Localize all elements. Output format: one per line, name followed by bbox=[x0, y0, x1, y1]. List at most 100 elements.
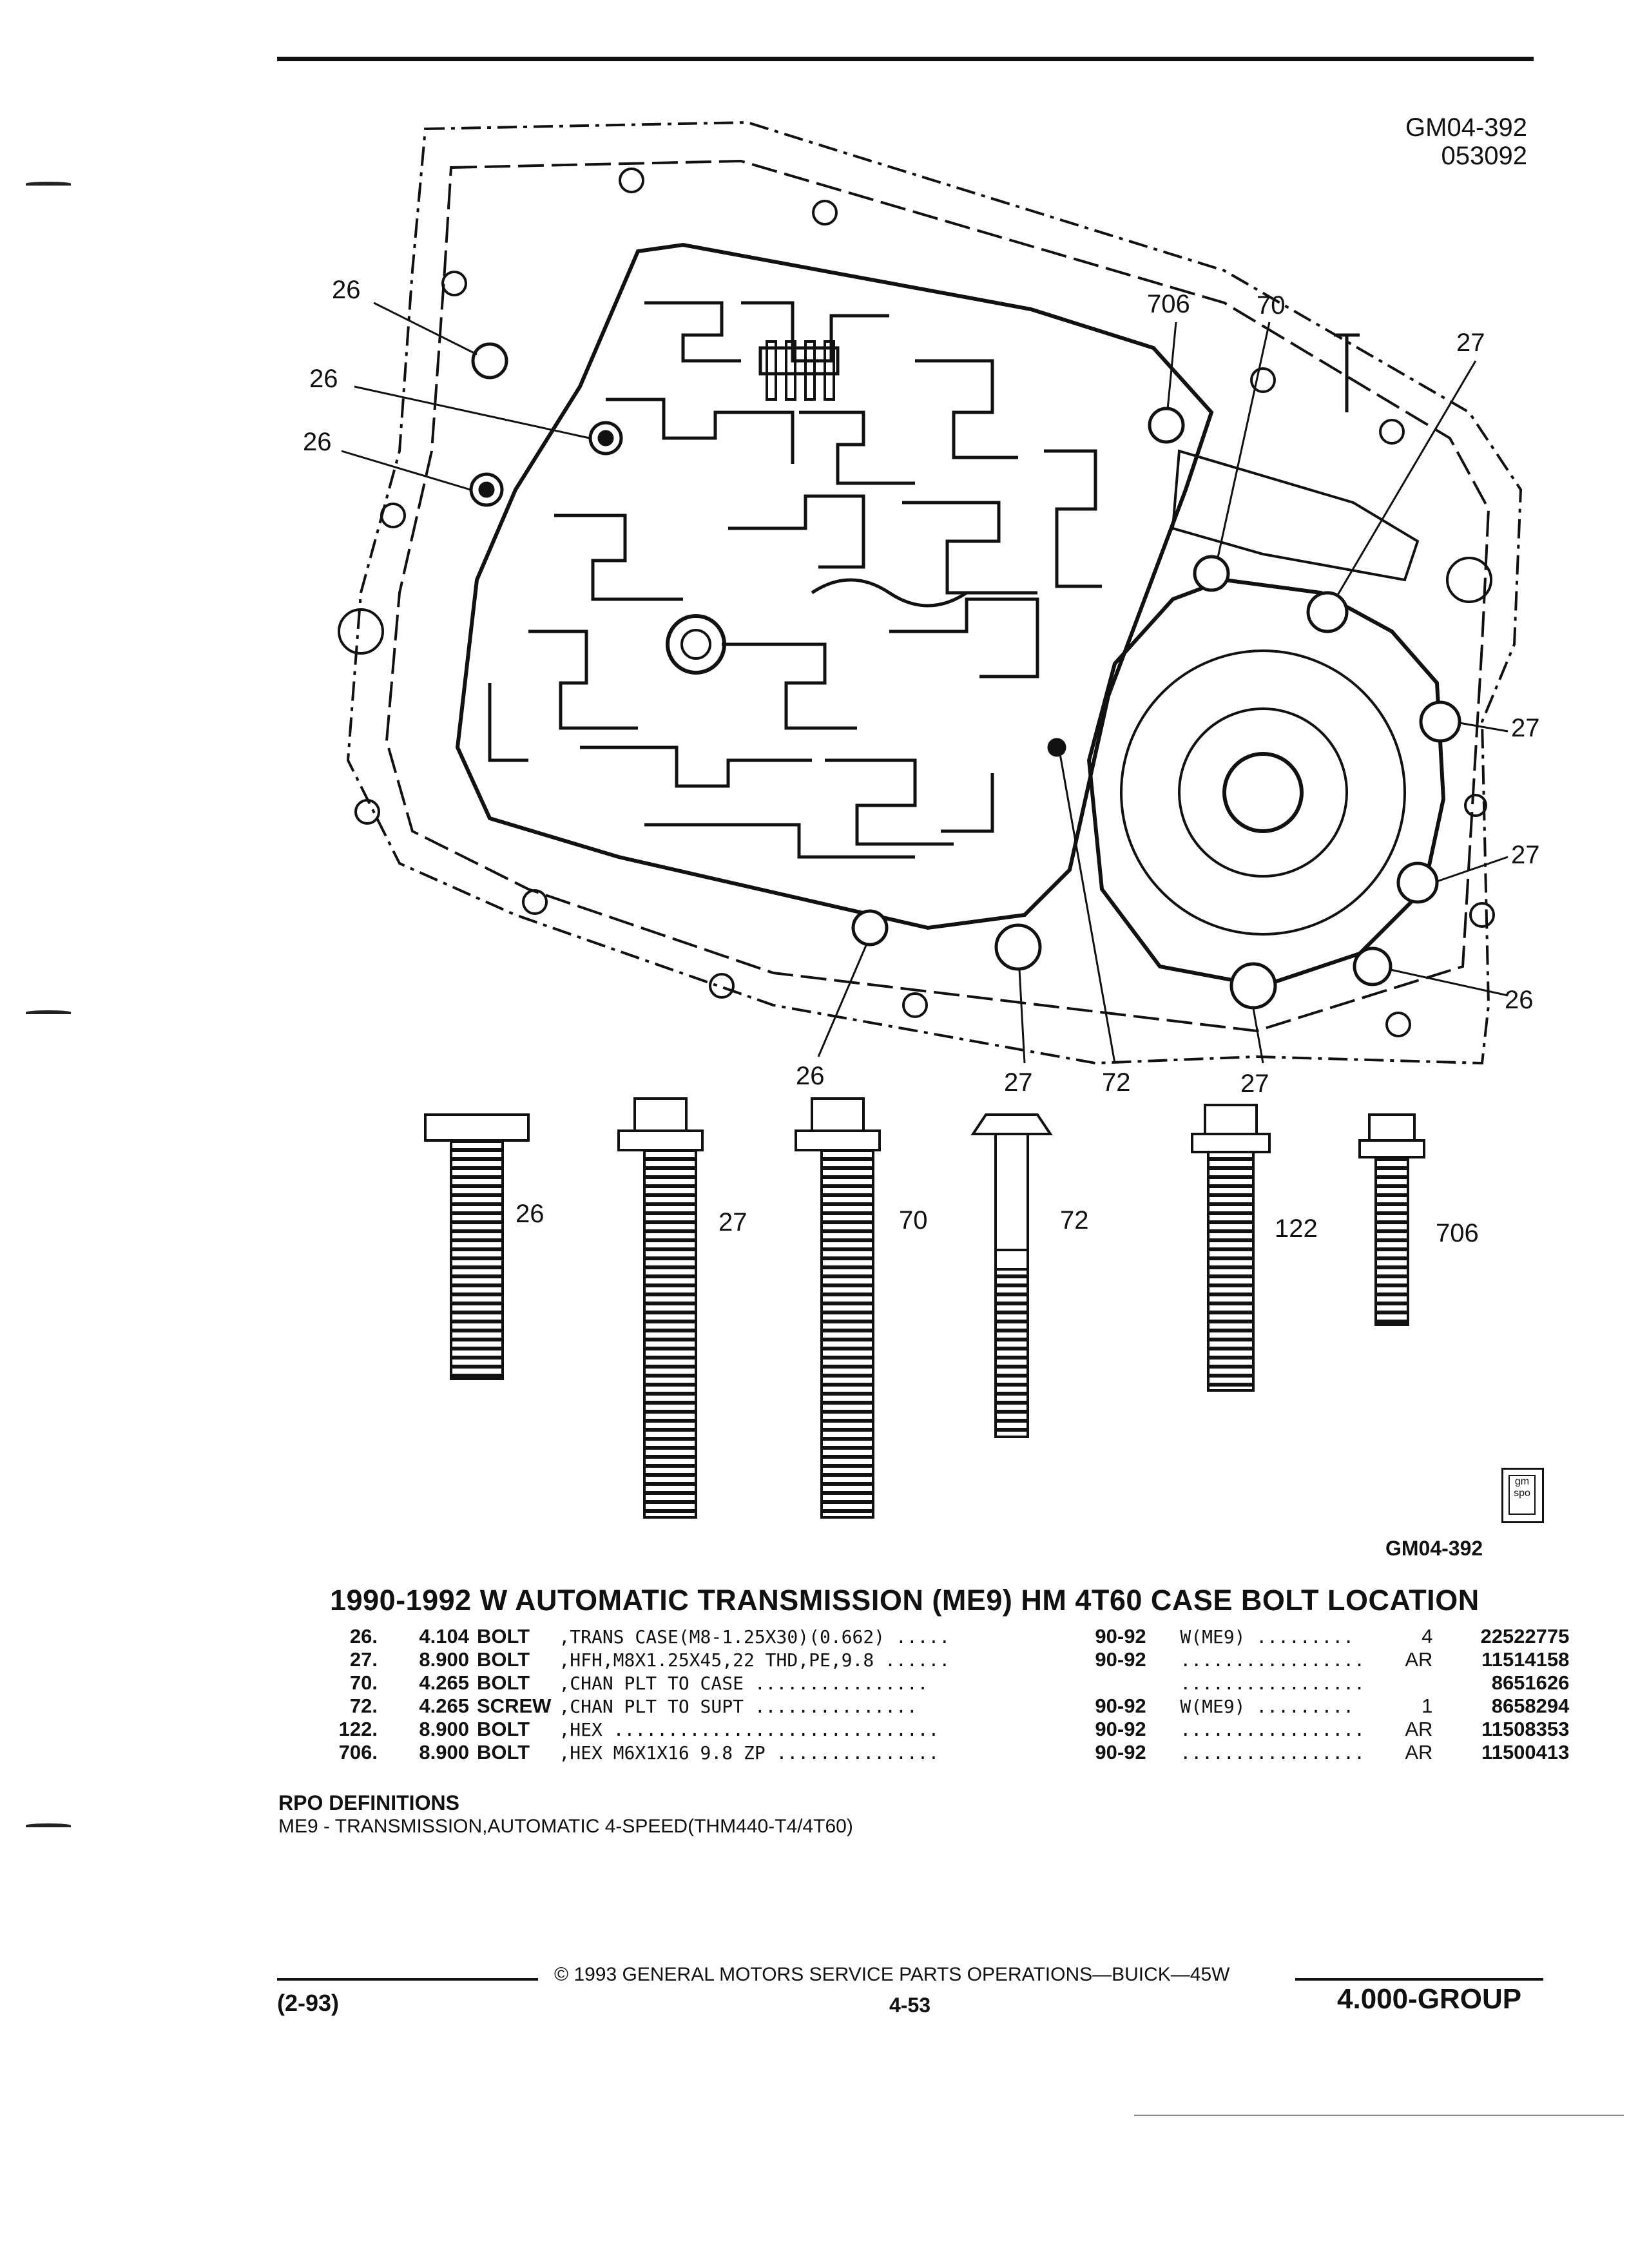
valve-shaft bbox=[666, 614, 726, 675]
callout-27: 27 bbox=[1456, 329, 1485, 357]
parts-cell-qty-code: 8.900 bbox=[419, 1741, 469, 1763]
parts-cell-qty-code: 4.265 bbox=[419, 1671, 469, 1694]
parts-cell-pn: 22522775 bbox=[1480, 1625, 1570, 1648]
bolt-head-27 bbox=[1419, 700, 1461, 743]
parts-cell-pn: 8658294 bbox=[1491, 1695, 1570, 1717]
transmission-case-diagram bbox=[338, 120, 1523, 1065]
bolt-head-27 bbox=[994, 923, 1042, 971]
parts-cell-ref: 26. bbox=[349, 1625, 378, 1648]
parts-cell-years: 90-92 bbox=[1095, 1718, 1146, 1740]
parts-cell-kind: BOLT bbox=[477, 1671, 530, 1694]
passage bbox=[902, 501, 1037, 595]
footer-rule-right bbox=[1295, 1978, 1543, 1981]
case-inner-outline bbox=[385, 159, 1490, 1033]
passage bbox=[825, 758, 954, 846]
parts-cell-pn: 8651626 bbox=[1491, 1671, 1570, 1694]
scan-edge-line bbox=[1134, 2115, 1624, 2116]
parts-row: 70. 4.265 BOLT ,CHAN PLT TO CASE ..........… bbox=[303, 1671, 1573, 1695]
passage bbox=[644, 301, 741, 363]
passage bbox=[741, 301, 889, 363]
parts-cell-desc: ,CHAN PLT TO CASE ................ bbox=[559, 1672, 929, 1694]
gm-spo-logo-text: gm spo bbox=[1509, 1475, 1536, 1515]
valve-body-plate bbox=[455, 242, 1214, 930]
bolt-head-27 bbox=[1306, 591, 1349, 633]
parts-cell-desc: ,HEX M6X1X16 9.8 ZP ............... bbox=[559, 1742, 940, 1763]
callout-26: 26 bbox=[796, 1062, 825, 1090]
bolt-head-70 bbox=[1193, 555, 1230, 592]
bolt-head-26 bbox=[471, 342, 508, 380]
pump-shaft bbox=[1222, 752, 1304, 833]
parts-cell-years: 90-92 bbox=[1095, 1648, 1146, 1671]
bolt-706-illustration bbox=[1358, 1113, 1425, 1326]
parts-cell-app: ................. bbox=[1180, 1672, 1365, 1694]
passage bbox=[488, 683, 528, 762]
page-title: 1990-1992 W AUTOMATIC TRANSMISSION (ME9)… bbox=[330, 1584, 1480, 1617]
parts-cell-app: W(ME9) ......... bbox=[1180, 1695, 1354, 1717]
parts-cell-ref: 70. bbox=[349, 1671, 378, 1694]
parts-cell-years: 90-92 bbox=[1095, 1625, 1146, 1648]
bolt-72-illustration bbox=[970, 1113, 1053, 1438]
parts-cell-desc: ,HFH,M8X1.25X45,22 THD,PE,9.8 ...... bbox=[559, 1649, 950, 1671]
figure-code-bottom: GM04-392 bbox=[1385, 1537, 1483, 1560]
callout-26: 26 bbox=[1505, 986, 1534, 1014]
parts-cell-app: ................. bbox=[1180, 1649, 1365, 1671]
parts-cell-qty-code: 4.265 bbox=[419, 1695, 469, 1717]
bolt-label-26: 26 bbox=[516, 1200, 545, 1228]
parts-cell-qty-code: 8.900 bbox=[419, 1648, 469, 1671]
bolt-70-illustration bbox=[795, 1097, 881, 1519]
footer-copyright: © 1993 GENERAL MOTORS SERVICE PARTS OPER… bbox=[554, 1964, 1230, 1985]
parts-cell-unit: 4 bbox=[1422, 1625, 1433, 1648]
rpo-heading: RPO DEFINITIONS bbox=[278, 1791, 459, 1814]
bolt-label-70: 70 bbox=[899, 1206, 928, 1235]
parts-cell-kind: BOLT bbox=[477, 1718, 530, 1740]
punch-mark bbox=[26, 1823, 71, 1827]
parts-cell-app: ................. bbox=[1180, 1742, 1365, 1763]
parts-cell-kind: SCREW bbox=[477, 1695, 552, 1717]
bolt-label-72: 72 bbox=[1060, 1206, 1089, 1235]
callout-27: 27 bbox=[1240, 1070, 1269, 1098]
punch-mark bbox=[26, 1010, 71, 1014]
parts-cell-desc: ,CHAN PLT TO SUPT ............... bbox=[559, 1695, 918, 1717]
rpo-definition: ME9 - TRANSMISSION,AUTOMATIC 4-SPEED(THM… bbox=[278, 1816, 853, 1837]
passage bbox=[811, 578, 968, 608]
bolt-27-illustration bbox=[617, 1097, 704, 1519]
parts-cell-unit: AR bbox=[1405, 1648, 1433, 1671]
callout-27: 27 bbox=[1511, 714, 1540, 742]
bolt-122-illustration bbox=[1191, 1104, 1271, 1392]
passage bbox=[1044, 449, 1102, 588]
parts-cell-kind: BOLT bbox=[477, 1648, 530, 1671]
parts-cell-ref: 706. bbox=[338, 1741, 378, 1763]
footer-group: 4.000-GROUP bbox=[1337, 1983, 1522, 2015]
gm-spo-logo: gm spo bbox=[1501, 1468, 1544, 1523]
parts-cell-pn: 11500413 bbox=[1481, 1741, 1570, 1763]
figure-code: GM04-392 bbox=[1405, 113, 1527, 142]
case-outline bbox=[346, 120, 1523, 1065]
bolt-head-706 bbox=[1148, 407, 1185, 444]
passage bbox=[941, 773, 994, 833]
passage bbox=[915, 359, 1018, 459]
callout-27: 27 bbox=[1511, 841, 1540, 869]
parts-cell-ref: 122. bbox=[338, 1718, 378, 1740]
figure-date: 053092 bbox=[1441, 142, 1527, 170]
callout-706: 706 bbox=[1147, 290, 1190, 318]
bolt-head-72 bbox=[1047, 738, 1066, 757]
callout-70: 70 bbox=[1257, 291, 1286, 320]
parts-cell-pn: 11508353 bbox=[1481, 1718, 1570, 1740]
passage bbox=[728, 494, 865, 569]
parts-cell-unit bbox=[1396, 1671, 1436, 1695]
bolt-head-26 bbox=[1353, 947, 1393, 986]
passage bbox=[580, 745, 812, 788]
parts-cell-qty-code: 4.104 bbox=[419, 1625, 469, 1648]
bolt-head-26 bbox=[851, 909, 889, 947]
footer-rule-left bbox=[277, 1978, 538, 1981]
parts-cell-qty-code: 8.900 bbox=[419, 1718, 469, 1740]
bolt-label-27: 27 bbox=[718, 1208, 747, 1236]
passage bbox=[722, 642, 857, 730]
top-rule bbox=[277, 57, 1534, 61]
callout-26: 26 bbox=[332, 276, 361, 304]
bolt-label-122: 122 bbox=[1275, 1215, 1318, 1243]
